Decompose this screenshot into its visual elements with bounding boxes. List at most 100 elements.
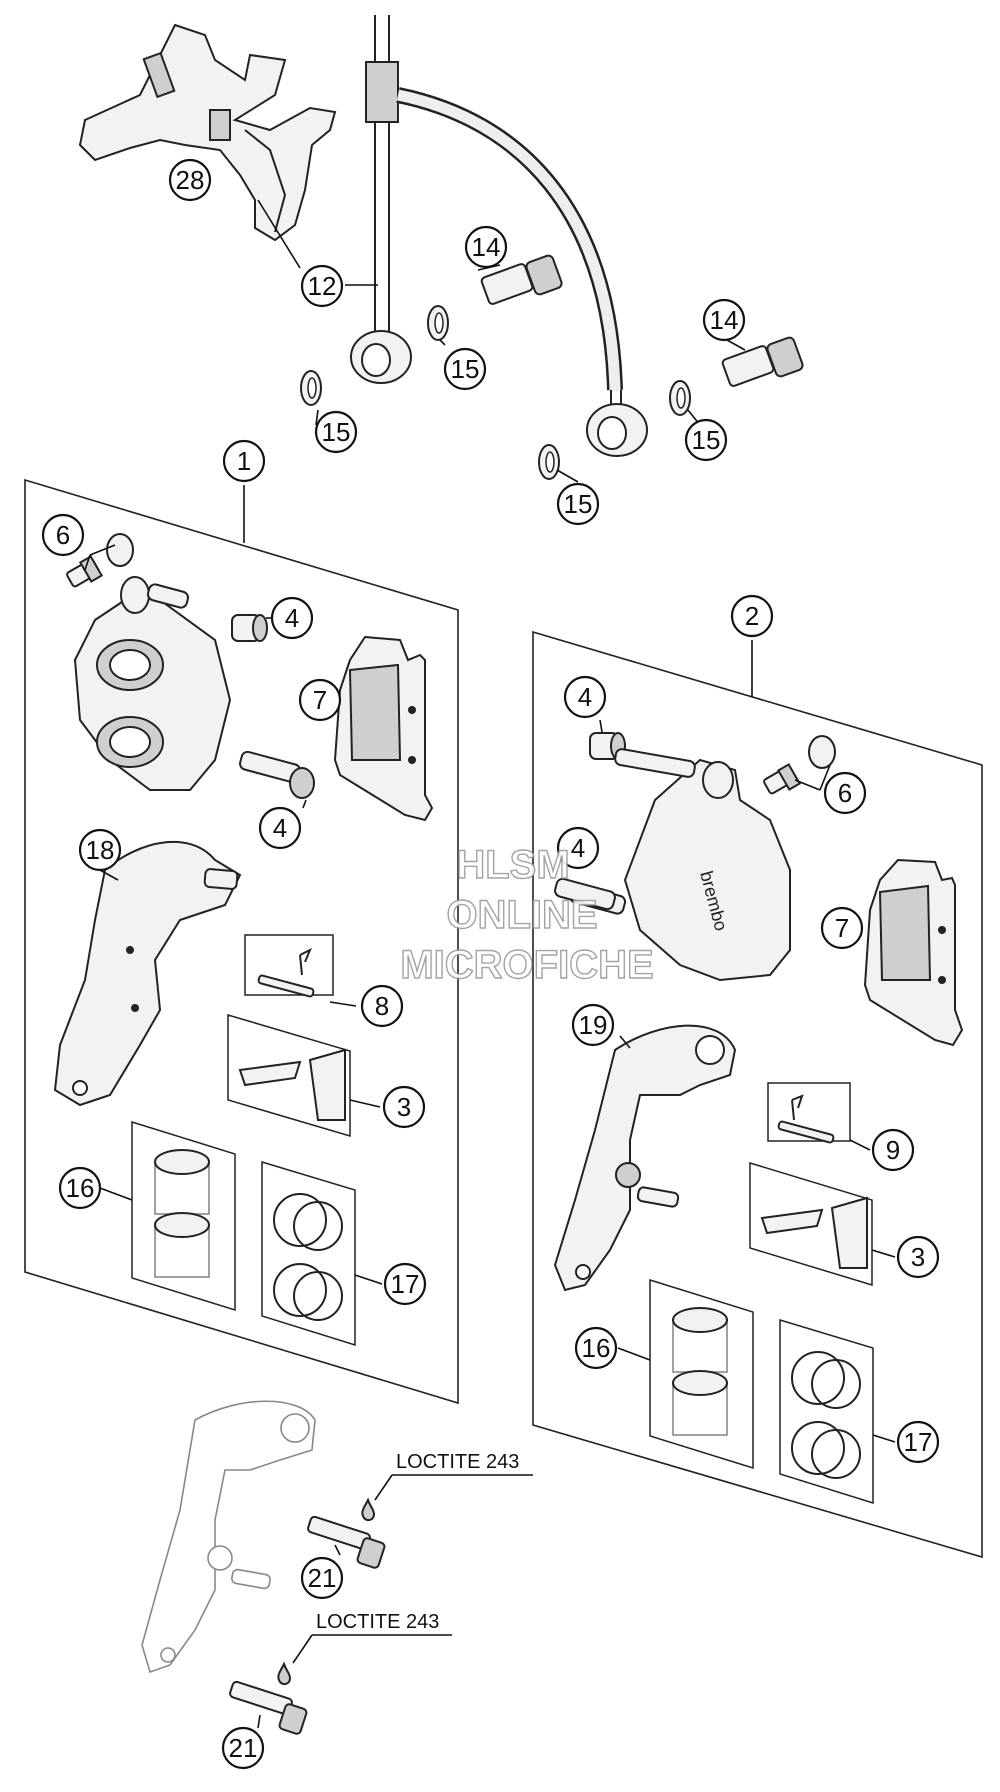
callout-19-label: 19 xyxy=(579,1010,608,1040)
caliper-right: brembo xyxy=(568,748,791,982)
caliper-bracket-18 xyxy=(53,840,242,1107)
callout-14-a-label: 14 xyxy=(472,232,501,262)
seal-kit-17-a xyxy=(261,1160,356,1347)
washer-15-d xyxy=(669,380,691,416)
callout-9-label: 9 xyxy=(886,1135,900,1165)
pin-kit-8 xyxy=(244,934,334,998)
callout-4-a-label: 4 xyxy=(285,603,299,633)
loctite-label-1: LOCTITE 243 xyxy=(396,1451,519,1473)
callout-3-b: 3 xyxy=(896,1235,940,1279)
callout-15-c-label: 15 xyxy=(692,425,721,455)
callout-6-a: 6 xyxy=(41,513,85,557)
callout-3-b-label: 3 xyxy=(911,1242,925,1272)
clip-kit-3-a xyxy=(227,1013,351,1138)
bleed-screw-6-a xyxy=(66,533,134,588)
piston-kit-16-b xyxy=(649,1278,754,1470)
callout-6-b: 6 xyxy=(823,771,867,815)
callout-4-c-label: 4 xyxy=(578,682,592,712)
callout-15-c: 15 xyxy=(684,418,728,462)
caliper-bracket-19 xyxy=(553,1024,737,1292)
leader-lines xyxy=(84,199,896,1729)
callout-15-a: 15 xyxy=(443,347,487,391)
clip-kit-3-b xyxy=(749,1161,873,1287)
slide-pin-4-d xyxy=(554,877,616,911)
brake-pad-7-b xyxy=(863,858,964,1047)
callout-15-b: 15 xyxy=(314,410,358,454)
callout-16-b: 16 xyxy=(574,1326,618,1370)
callout-19: 19 xyxy=(571,1003,615,1047)
callout-4-d-label: 4 xyxy=(571,833,585,863)
callout-18: 18 xyxy=(78,828,122,872)
seal-kit-17-b xyxy=(779,1318,874,1505)
callout-16-a-label: 16 xyxy=(66,1173,95,1203)
callout-16-a: 16 xyxy=(58,1166,102,1210)
caliper-assembly-2-panel xyxy=(532,630,983,1559)
callout-4-c: 4 xyxy=(563,675,607,719)
callout-4-a: 4 xyxy=(270,596,314,640)
callout-8: 8 xyxy=(360,984,404,1028)
callout-3-a: 3 xyxy=(382,1085,426,1129)
callout-21-a: 21 xyxy=(300,1556,344,1600)
callout-17-b: 17 xyxy=(896,1420,940,1464)
callout-21-a-label: 21 xyxy=(308,1563,337,1593)
watermark: HLSM ONLINE MICROFICHE xyxy=(400,842,655,987)
bleed-screw-6-b xyxy=(763,735,836,795)
callout-14-b: 14 xyxy=(702,298,746,342)
callout-17-a: 17 xyxy=(383,1262,427,1306)
callout-17-b-label: 17 xyxy=(904,1427,933,1457)
banjo-fitting-right xyxy=(586,403,648,457)
callout-1-label: 1 xyxy=(237,446,251,476)
callout-21-b: 21 xyxy=(221,1726,265,1770)
callout-15-a-label: 15 xyxy=(451,354,480,384)
caliper-left xyxy=(73,576,232,791)
watermark-line-2: ONLINE xyxy=(446,893,597,937)
callout-28-label: 28 xyxy=(176,165,205,195)
pin-kit-9 xyxy=(767,1082,851,1144)
callout-4-b: 4 xyxy=(258,806,302,850)
callout-16-b-label: 16 xyxy=(582,1333,611,1363)
bolt-21-b xyxy=(229,1661,308,1735)
callout-14-a: 14 xyxy=(464,225,508,269)
callout-3-a-label: 3 xyxy=(397,1092,411,1122)
brake-line-12 xyxy=(365,15,623,410)
washer-15-a xyxy=(300,370,322,406)
washer-15-b xyxy=(427,305,449,341)
callout-17-a-label: 17 xyxy=(391,1269,420,1299)
callout-6-a-label: 6 xyxy=(56,520,70,550)
callout-12-label: 12 xyxy=(308,271,337,301)
brake-pad-7-a xyxy=(333,635,434,822)
watermark-line-1: HLSM xyxy=(456,843,569,887)
callout-21-b-label: 21 xyxy=(229,1733,258,1763)
callout-12: 12 xyxy=(300,264,344,308)
callout-28: 28 xyxy=(168,158,212,202)
callout-15-d-label: 15 xyxy=(564,489,593,519)
callout-14-b-label: 14 xyxy=(710,305,739,335)
slide-pin-bushing-4-c xyxy=(589,732,626,760)
callout-7-a: 7 xyxy=(298,678,342,722)
slide-pin-bushing-4-a xyxy=(231,614,268,642)
callout-2: 2 xyxy=(730,594,774,638)
callout-15-d: 15 xyxy=(556,482,600,526)
callout-7-a-label: 7 xyxy=(313,685,327,715)
callout-2-label: 2 xyxy=(745,601,759,631)
callout-4-d: 4 xyxy=(556,826,600,870)
slide-pin-4-b xyxy=(239,750,315,799)
callout-6-b-label: 6 xyxy=(838,778,852,808)
watermark-line-3: MICROFICHE xyxy=(400,943,653,987)
callout-1: 1 xyxy=(222,439,266,483)
callout-9: 9 xyxy=(871,1128,915,1172)
loctite-label-2: LOCTITE 243 xyxy=(316,1611,439,1633)
loctite-note-2: LOCTITE 243 xyxy=(292,1611,452,1664)
callout-7-b-label: 7 xyxy=(835,913,849,943)
washer-15-c xyxy=(538,444,560,480)
piston-kit-16-a xyxy=(131,1120,236,1312)
callout-8-label: 8 xyxy=(375,991,389,1021)
banjo-fitting-left xyxy=(350,330,412,384)
callout-4-b-label: 4 xyxy=(273,813,287,843)
banjo-bolt-14-a xyxy=(480,254,563,305)
bolt-21-a xyxy=(307,1497,386,1569)
loctite-note-1: LOCTITE 243 xyxy=(374,1451,533,1501)
callout-15-b-label: 15 xyxy=(322,417,351,447)
callout-7-b: 7 xyxy=(820,906,864,950)
